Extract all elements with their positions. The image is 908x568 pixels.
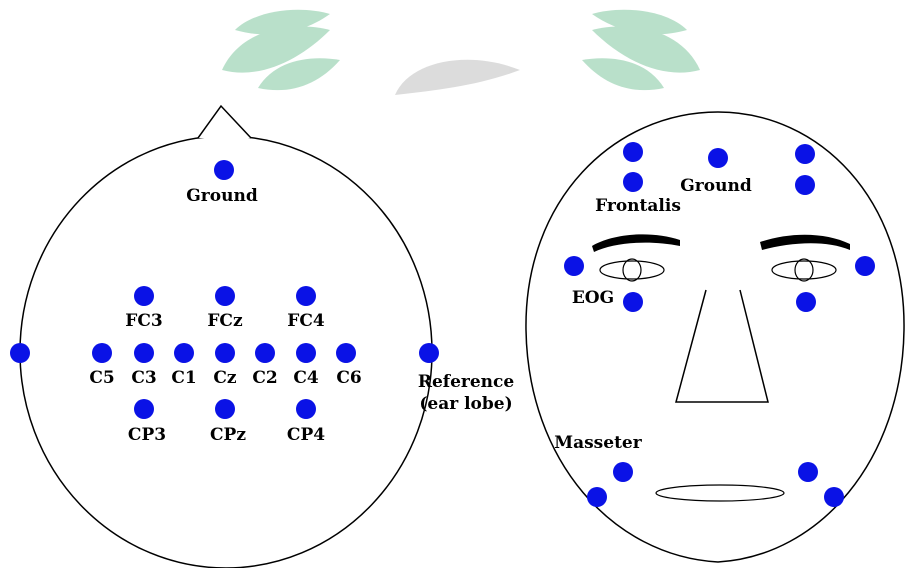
label-fc3: FC3 [125,311,162,331]
head-ground-label: Ground [186,186,258,206]
face-outline [525,111,905,563]
label-cpz: CPz [210,425,246,445]
electrode-masseter-left-upper [613,462,633,482]
electrode-masseter-left-lower [587,487,607,507]
electrode-frontalis-right-lower [795,175,815,195]
electrode-eog-right-lower [796,292,816,312]
electrode-c2 [255,343,275,363]
label-c1: C1 [171,368,196,388]
electrode-ear-left [10,343,30,363]
label-cz: Cz [213,368,237,388]
head-diagram: Ground FC3 FCz FC4 C5 C3 C1 Cz C2 C4 C6 … [10,104,515,568]
eyebrow-right [760,234,850,250]
electrode-fcz [215,286,235,306]
electrode-c3 [134,343,154,363]
electrode-ear-right [419,343,439,363]
mouth [655,484,785,502]
electrode-frontalis-left-lower [623,172,643,192]
nose-marker [197,104,252,139]
electrode-cp3 [134,399,154,419]
electrode-ground [214,160,234,180]
masseter-label: Masseter [554,433,642,453]
electrode-c5 [92,343,112,363]
eye-left [599,258,665,282]
electrode-c1 [174,343,194,363]
electrode-eog-right-outer [855,256,875,276]
reference-label-line1: Reference [418,372,515,392]
label-c5: C5 [89,368,114,388]
label-fc4: FC4 [287,311,325,331]
eyebrow-left [592,234,680,252]
leaf-logo-watermark [222,9,700,95]
electrode-frontalis-right-upper [795,144,815,164]
electrode-c6 [336,343,356,363]
eye-right [771,258,837,282]
label-fcz: FCz [207,311,243,331]
electrode-frontalis-left-upper [623,142,643,162]
electrode-c4 [296,343,316,363]
electrode-masseter-right-upper [798,462,818,482]
nose [675,289,769,403]
label-c4: C4 [293,368,319,388]
label-cp3: CP3 [128,425,166,445]
electrode-fc3 [134,286,154,306]
electrode-masseter-right-lower [824,487,844,507]
label-cp4: CP4 [287,425,325,445]
electrode-cz [215,343,235,363]
electrode-eog-left-outer [564,256,584,276]
face-ground-label: Ground [680,176,752,196]
reference-label-line2: (ear lobe) [419,394,512,414]
electrode-cpz [215,399,235,419]
label-c6: C6 [336,368,361,388]
label-c3: C3 [131,368,156,388]
label-c2: C2 [252,368,277,388]
face-diagram: Ground Frontalis EOG Masseter [525,111,905,563]
frontalis-label: Frontalis [595,196,681,216]
eog-label: EOG [572,288,614,308]
electrode-cp4 [296,399,316,419]
electrode-fc4 [296,286,316,306]
electrode-eog-left-lower [623,292,643,312]
electrode-face-ground [708,148,728,168]
